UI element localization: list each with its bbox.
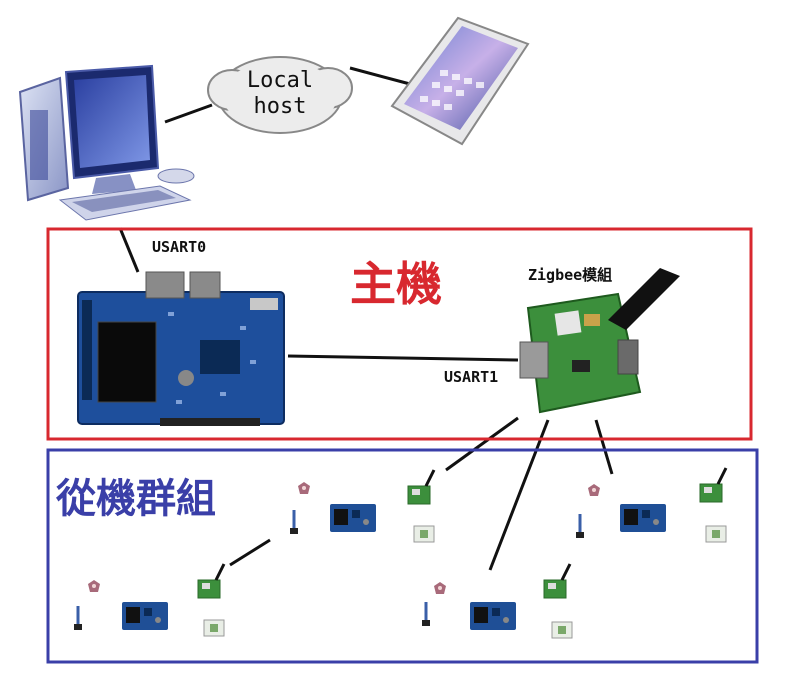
slave-frame bbox=[46, 448, 759, 664]
zigbee-slave3-line bbox=[488, 419, 550, 571]
slave-node-1 bbox=[288, 468, 436, 543]
zigbee-slave2-line bbox=[594, 419, 614, 475]
cloud-phone-line bbox=[349, 66, 411, 86]
slave-node-2 bbox=[574, 466, 728, 543]
pc-cloud-line bbox=[164, 103, 213, 124]
zigbee-slave1-line bbox=[445, 416, 519, 472]
host-title: 主機 bbox=[350, 257, 442, 311]
cloud-label: Local host bbox=[240, 68, 320, 120]
local-host-cloud bbox=[207, 56, 353, 134]
usart1-label: USART1 bbox=[444, 368, 499, 386]
slave-node-3 bbox=[420, 562, 573, 639]
cloud-line-1: Local bbox=[246, 68, 314, 93]
usart0-label: USART0 bbox=[152, 238, 207, 256]
slave1-slave4-line bbox=[229, 538, 271, 567]
slave-node-4 bbox=[72, 562, 226, 637]
host-frame bbox=[46, 227, 753, 441]
zigbee-label: Zigbee模組 bbox=[528, 266, 613, 284]
main-dev-board-icon bbox=[77, 271, 285, 426]
cloud-line-2: host bbox=[253, 94, 307, 119]
zigbee-module-icon bbox=[519, 268, 680, 414]
slave-group-title: 從機群組 bbox=[56, 476, 216, 522]
smartphone-icon bbox=[390, 16, 530, 146]
desktop-computer-icon bbox=[18, 64, 195, 221]
pc-usart0-line bbox=[118, 227, 140, 273]
usart1-line bbox=[287, 354, 519, 362]
